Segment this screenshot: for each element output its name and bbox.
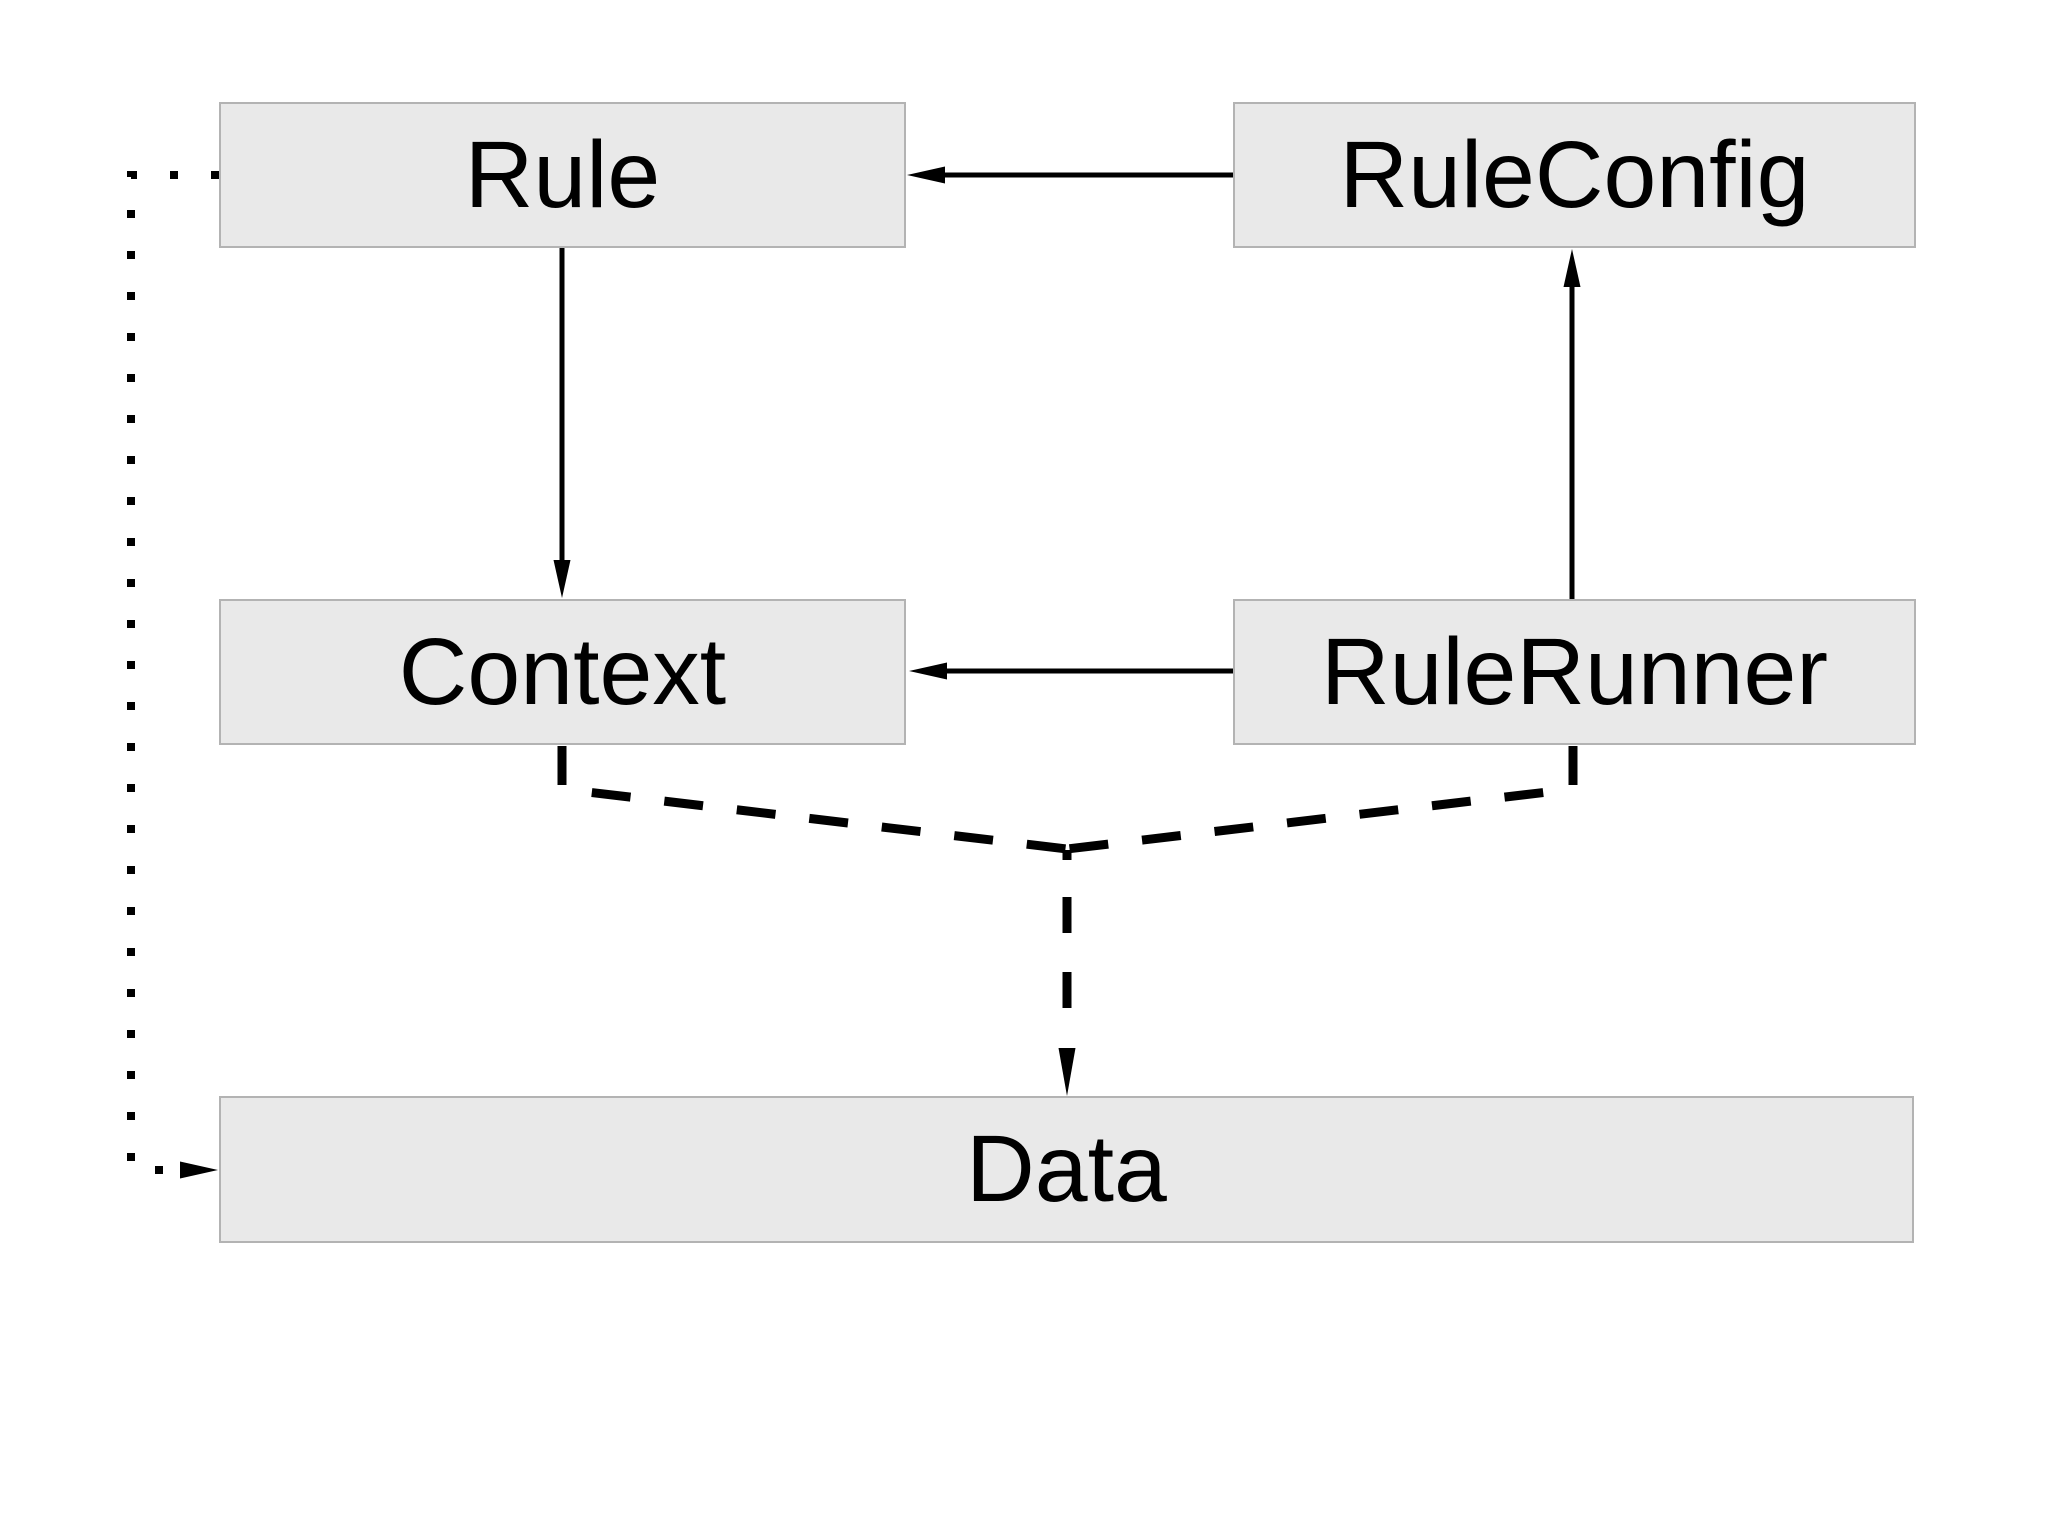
arrowhead-left-icon [907,166,945,184]
dashed-branch-rulerunner [1066,746,1578,854]
arrowhead-right-icon [180,1161,218,1179]
arrow-rulerunner-to-context [909,662,1233,680]
arrowhead-up-icon [1563,249,1581,287]
arrowhead-left-icon [909,662,947,680]
node-ruleconfig: RuleConfig [1233,102,1916,248]
node-rule: Rule [219,102,906,248]
node-rulerunner: RuleRunner [1233,599,1916,745]
arrow-rule-to-context [553,248,571,598]
node-context-label: Context [398,618,727,725]
dotted-path [127,171,219,1174]
dashed-branch-context [557,746,1068,854]
node-data: Data [219,1096,1914,1243]
node-ruleconfig-label: RuleConfig [1339,121,1810,228]
node-rulerunner-label: RuleRunner [1321,618,1828,725]
arrow-rulerunner-to-ruleconfig [1563,249,1581,599]
dashed-edge-context-rulerunner-to-data [557,746,1578,1096]
dotted-edge-rule-to-data [127,171,219,1179]
node-context: Context [219,599,906,745]
arrow-ruleconfig-to-rule [907,166,1233,184]
arrowhead-down-icon [1058,1048,1076,1096]
arrowhead-down-icon [553,560,571,598]
node-data-label: Data [966,1116,1167,1222]
node-rule-label: Rule [464,121,661,228]
